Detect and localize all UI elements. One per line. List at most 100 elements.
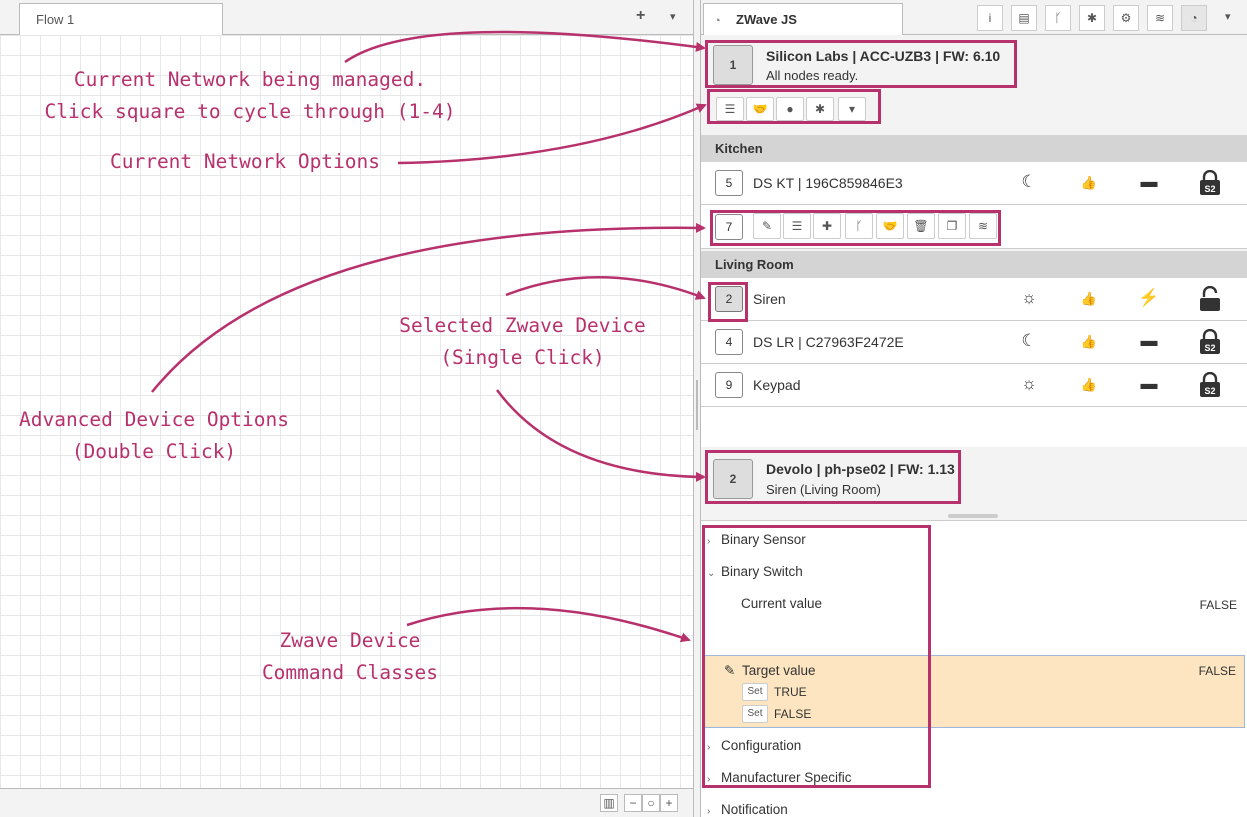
node-id-box[interactable]: 4 xyxy=(715,329,743,355)
plug-icon: ⚡ xyxy=(1138,288,1160,307)
bug-icon[interactable]: ✱ xyxy=(806,97,834,121)
copy-icon[interactable]: ❐ xyxy=(938,213,966,239)
panel-splitter[interactable] xyxy=(693,0,701,817)
gear-icon[interactable]: ⚙ xyxy=(1113,5,1139,31)
network-status: All nodes ready. xyxy=(766,68,859,83)
trash-icon[interactable]: 🗑 xyxy=(907,213,935,239)
chevron-right-icon: › xyxy=(707,774,711,785)
node-row[interactable]: 5 DS KT | 196C859846E3 ☾ 👍 ▬ S2 xyxy=(701,162,1247,205)
s2-label: S2 xyxy=(1204,386,1215,396)
tab-zwave-js[interactable]: ◔ZWave JS xyxy=(703,3,903,36)
workspace-tab-bar: Flow 1 + ▾ xyxy=(0,0,693,36)
sidebar-body: 1 Silicon Labs | ACC-UZB3 | FW: 6.10 All… xyxy=(701,35,1247,817)
set-true-button[interactable]: Set xyxy=(742,683,768,701)
indent-list-icon[interactable]: ☰ xyxy=(716,97,744,121)
s2-lock-icon: S2 xyxy=(1200,372,1220,397)
node-row-advanced[interactable]: 7 ✎ ☰ ✚ ᚴ 🤝 🗑 ❐ ≋ xyxy=(701,205,1247,249)
panel-resize-grip[interactable] xyxy=(948,514,998,518)
chevron-right-icon: › xyxy=(707,536,711,547)
chevron-right-icon: › xyxy=(707,806,711,817)
handshake-icon[interactable]: 🤝 xyxy=(876,213,904,239)
network-title: Silicon Labs | ACC-UZB3 | FW: 6.10 xyxy=(766,48,1001,64)
group-header-kitchen: Kitchen xyxy=(701,135,1247,162)
target-value: FALSE xyxy=(1198,664,1236,678)
thumbs-up-icon: 👍 xyxy=(1080,377,1098,392)
tab-flow-1[interactable]: Flow 1 xyxy=(19,3,223,36)
annotation-box-selected-device xyxy=(705,450,961,504)
current-value-label: Current value xyxy=(741,596,823,611)
set-false-button[interactable]: Set xyxy=(742,705,768,723)
node-id-box[interactable]: 5 xyxy=(715,170,743,196)
sidebar-tab-label: ZWave JS xyxy=(736,12,797,27)
chevron-down-icon[interactable]: ▾ xyxy=(838,97,866,121)
medkit-icon[interactable]: ✚ xyxy=(813,213,841,239)
annotation-box-command-classes xyxy=(702,525,931,788)
map-icon[interactable]: ▥ xyxy=(600,794,618,812)
globe-icon[interactable]: ● xyxy=(776,97,804,121)
bug-icon[interactable]: ✱ xyxy=(1079,5,1105,31)
zoom-out-button[interactable]: − xyxy=(624,794,642,812)
thumbs-up-icon: 👍 xyxy=(1080,175,1098,190)
annotation-line: (Double Click) xyxy=(71,440,237,463)
selected-device-title: Devolo | ph-pse02 | FW: 1.13 xyxy=(766,461,955,477)
annotation-line: Advanced Device Options xyxy=(18,408,290,431)
unlocked-icon xyxy=(1200,286,1220,311)
list-icon[interactable]: ☰ xyxy=(783,213,811,239)
edit-icon[interactable]: ✎ xyxy=(724,663,736,678)
annotation-box-network xyxy=(705,40,1017,88)
node-row[interactable]: 9 Keypad ☼ 👍 ▬ S2 xyxy=(701,364,1247,407)
cc-binary-sensor[interactable]: › Binary Sensor xyxy=(707,532,806,547)
network-selector-square[interactable]: 1 xyxy=(713,45,753,85)
branch-icon[interactable]: ᚴ xyxy=(845,213,873,239)
battery-icon: ▬ xyxy=(1140,374,1158,393)
zoom-in-button[interactable]: + xyxy=(660,794,678,812)
edit-icon[interactable]: ✎ xyxy=(753,213,781,239)
annotation-line: Selected Zwave Device xyxy=(399,314,646,337)
node-id-box[interactable]: 2 xyxy=(715,286,743,312)
cc-label: Binary Sensor xyxy=(721,532,806,547)
tab-menu-button[interactable]: ▾ xyxy=(670,11,676,23)
workspace-footer: ▥ − ○ + xyxy=(0,788,693,817)
zoom-reset-button[interactable]: ○ xyxy=(642,794,660,812)
node-list-spacer xyxy=(701,407,1247,447)
annotation-command-classes: Zwave Device Command Classes xyxy=(240,625,460,689)
add-tab-button[interactable]: + xyxy=(636,7,646,24)
handshake-icon[interactable]: 🤝 xyxy=(746,97,774,121)
cc-binary-switch[interactable]: ⌄Binary Switch xyxy=(707,564,803,579)
cc-configuration[interactable]: ›Configuration xyxy=(707,738,801,753)
node-name: DS KT | 196C859846E3 xyxy=(753,175,903,191)
target-value-row[interactable]: ✎ Target value FALSE Set TRUE Set FALSE xyxy=(703,655,1245,728)
sidebar-header: ◔ZWave JS i ▤ ᚴ ✱ ⚙ ≋ ◔ ▾ xyxy=(701,0,1247,36)
annotation-box-advanced-options xyxy=(710,210,1001,246)
annotation-current-network: Current Network being managed. Click squ… xyxy=(40,64,460,128)
sidebar-menu-button[interactable]: ▾ xyxy=(1225,11,1231,23)
thumbs-up-icon: 👍 xyxy=(1080,291,1098,306)
node-row[interactable]: 4 DS LR | C27963F2472E ☾ 👍 ▬ S2 xyxy=(701,321,1247,364)
s2-lock-icon: S2 xyxy=(1200,329,1220,354)
battery-icon: ▬ xyxy=(1140,172,1158,191)
cc-label: Configuration xyxy=(721,738,802,753)
node-id-box[interactable]: 9 xyxy=(715,372,743,398)
set-false-label: FALSE xyxy=(774,707,812,721)
cc-manufacturer-specific[interactable]: › Manufacturer Specific xyxy=(707,770,852,785)
annotation-line: Click square to cycle through (1-4) xyxy=(44,100,456,123)
command-classes-panel: › Binary Sensor ⌄Binary Switch Current va… xyxy=(701,520,1247,817)
cc-label: Manufacturer Specific xyxy=(721,770,852,785)
splitter-grip[interactable] xyxy=(696,380,698,430)
node-row-selected[interactable]: 2 Siren ☼ 👍 ⚡ xyxy=(701,278,1247,321)
branch-icon[interactable]: ᚴ xyxy=(1045,5,1071,31)
node-id-box[interactable]: 7 xyxy=(715,214,743,240)
s2-lock-icon: S2 xyxy=(1200,170,1220,195)
annotation-line: (Single Click) xyxy=(440,346,605,369)
info-icon[interactable]: i xyxy=(977,5,1003,31)
annotation-network-options: Current Network Options xyxy=(109,150,381,173)
annotation-box-network-options xyxy=(707,89,881,124)
node-name: Siren xyxy=(753,291,786,307)
book-icon[interactable]: ▤ xyxy=(1011,5,1037,31)
database-icon[interactable]: ≋ xyxy=(1147,5,1173,31)
s2-label: S2 xyxy=(1204,343,1215,353)
database-icon[interactable]: ≋ xyxy=(969,213,997,239)
rss-icon[interactable]: ◔ xyxy=(1181,5,1207,31)
cc-notification[interactable]: ›Notification xyxy=(707,802,788,817)
sleep-icon: ☾ xyxy=(1021,172,1037,191)
